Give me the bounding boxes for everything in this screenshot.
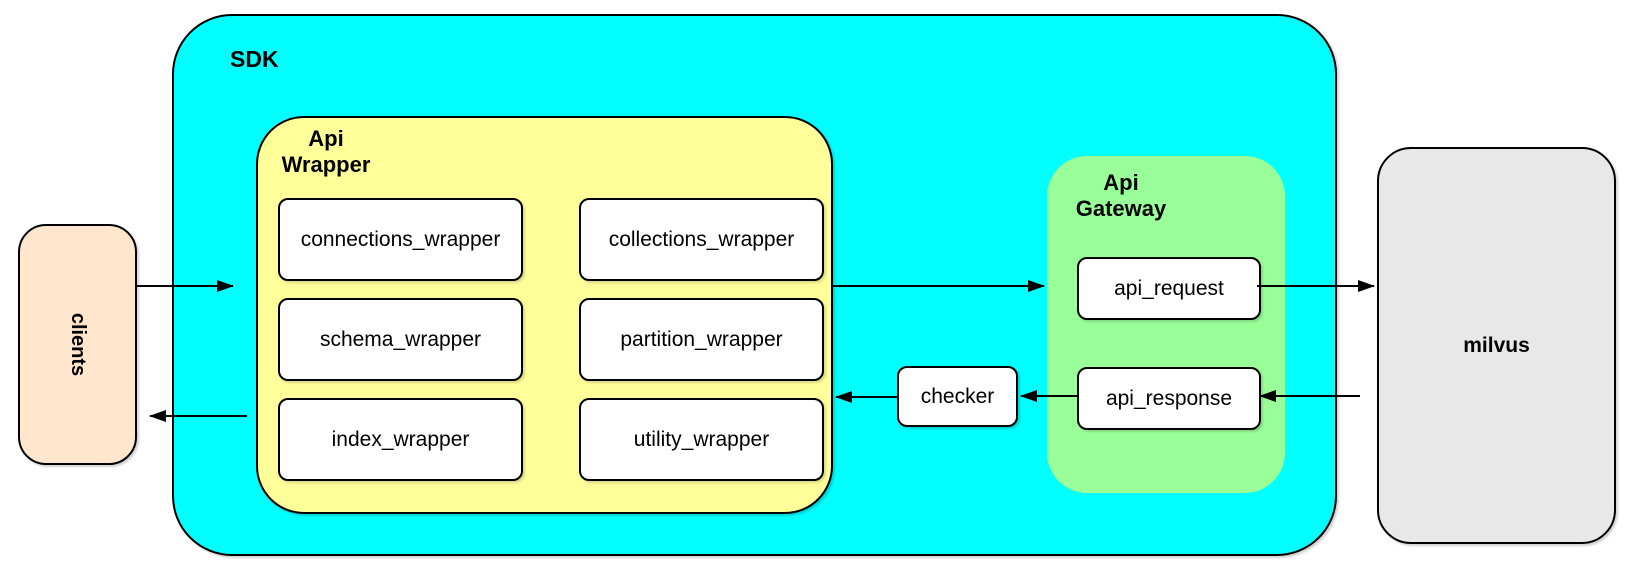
partition-wrapper-node: partition_wrapper [579, 298, 824, 381]
api-response-node: api_response [1077, 367, 1261, 430]
api-gateway-title-line2: Gateway [1075, 196, 1167, 222]
index-wrapper-label: index_wrapper [331, 427, 470, 451]
api-gateway-title: Api Gateway [1061, 170, 1181, 223]
schema-wrapper-label: schema_wrapper [319, 327, 482, 351]
milvus-label: milvus [1463, 333, 1530, 357]
api-request-node: api_request [1077, 257, 1261, 320]
milvus-node: milvus [1377, 147, 1616, 544]
index-wrapper-node: index_wrapper [278, 398, 523, 481]
clients-node: clients [18, 224, 137, 465]
api-wrapper-group: Api Wrapper connections_wrapper collecti… [256, 116, 833, 514]
utility-wrapper-label: utility_wrapper [633, 427, 770, 451]
collections-wrapper-label: collections_wrapper [608, 227, 795, 251]
connections-wrapper-node: connections_wrapper [278, 198, 523, 281]
api-wrapper-title-line2: Wrapper [281, 152, 371, 178]
checker-label: checker [920, 384, 995, 408]
api-request-label: api_request [1114, 276, 1224, 300]
schema-wrapper-node: schema_wrapper [278, 298, 523, 381]
sdk-label: SDK [230, 46, 279, 72]
api-wrapper-title: Api Wrapper [268, 126, 384, 179]
checker-node: checker [897, 366, 1018, 427]
api-gateway-title-line1: Api [1103, 170, 1139, 195]
api-gateway-group: Api Gateway api_request api_response [1047, 156, 1285, 493]
collections-wrapper-node: collections_wrapper [579, 198, 824, 281]
connections-wrapper-label: connections_wrapper [300, 227, 501, 251]
utility-wrapper-node: utility_wrapper [579, 398, 824, 481]
api-response-label: api_response [1105, 386, 1233, 410]
api-wrapper-title-line1: Api [308, 126, 344, 151]
partition-wrapper-label: partition_wrapper [620, 327, 783, 351]
clients-label: clients [66, 312, 89, 377]
